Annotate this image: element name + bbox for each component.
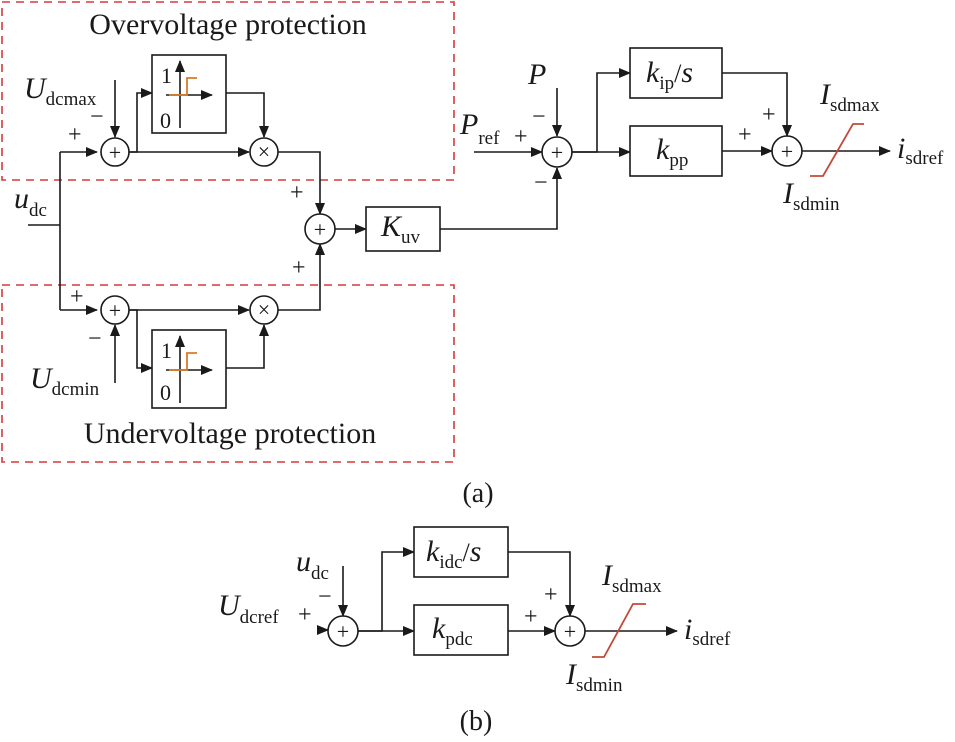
- panel-a: Overvoltage protection Undervoltage prot…: [1, 1, 944, 509]
- dc-current-limiter-curve: [592, 603, 646, 658]
- p-feedback-label: P: [527, 58, 546, 91]
- kidc-label: kidc/s: [426, 535, 481, 573]
- kidc-to-pi-sum-line: [508, 551, 575, 617]
- udcref-plus-sign: +: [298, 602, 312, 628]
- isdmin-label: Isdmin: [782, 177, 840, 215]
- overvoltage-title: Overvoltage protection: [89, 8, 366, 41]
- pi-sum-sign: +: [781, 139, 793, 164]
- kpdc-label: kpdc: [432, 612, 473, 650]
- bottom-sum-plus-sign: +: [70, 284, 84, 310]
- combine-sum-top-plus: +: [290, 180, 304, 206]
- top-sum-to-step-line: [129, 88, 153, 153]
- dc-pi-sum-plus-left: +: [524, 604, 538, 630]
- kuv-to-power-sum-line: [440, 167, 562, 230]
- top-step-low-label: 0: [160, 108, 171, 133]
- udcmax-label: Udcmax: [24, 72, 97, 110]
- panel-b: udc − Udcref + + kidc/s kpdc + + + Isdma…: [218, 526, 731, 737]
- power-sum-minus-bottom: −: [534, 170, 548, 196]
- pi-sum-plus-top: +: [762, 102, 776, 128]
- udc-b-label: udc: [296, 545, 329, 584]
- top-step-to-mult-line: [226, 92, 269, 138]
- panel-b-caption: (b): [460, 706, 493, 737]
- overvoltage-multiplier-sign: ×: [258, 139, 270, 164]
- kuv-label: Kuv: [380, 210, 421, 248]
- dc-sum-to-kidc-line: [358, 547, 415, 632]
- undervoltage-sum-sign: +: [109, 298, 121, 323]
- panel-a-caption: (a): [462, 478, 493, 509]
- isdmax-label: Isdmax: [819, 78, 880, 116]
- kpdc-gain-block: [413, 604, 509, 656]
- top-step-high-label: 1: [161, 63, 172, 88]
- udc-bus-line: [28, 152, 61, 310]
- isdref-output-label: isdref: [897, 132, 944, 169]
- udc-input-label: udc: [14, 182, 47, 221]
- kidc-integrator-block: [413, 526, 509, 578]
- udcref-label: Udcref: [218, 589, 279, 628]
- dc-sum-sign: +: [337, 619, 349, 644]
- bottom-step-low-label: 0: [160, 380, 171, 405]
- bottom-mult-to-sum-line: [278, 243, 325, 311]
- combine-sum-bottom-plus: +: [292, 255, 306, 281]
- overvoltage-protection-region: [1, 1, 455, 181]
- undervoltage-title: Undervoltage protection: [84, 417, 376, 450]
- combine-sum-sign: +: [314, 217, 326, 242]
- bottom-step-to-mult-line: [226, 324, 269, 369]
- overvoltage-step-block: [151, 54, 227, 134]
- udcmin-label: Udcmin: [30, 362, 100, 400]
- kip-label: kip/s: [646, 56, 693, 94]
- isdref-b-output-label: isdref: [684, 613, 731, 650]
- undervoltage-step-block: [151, 329, 227, 409]
- undervoltage-protection-region: [1, 284, 455, 463]
- bottom-step-high-label: 1: [161, 338, 172, 363]
- kpp-label: kpp: [656, 133, 688, 171]
- pref-plus-sign: +: [514, 124, 528, 150]
- top-mult-to-sum-line: [278, 151, 325, 215]
- kuv-block: [365, 206, 441, 252]
- dc-pi-sum-plus-top: +: [544, 582, 558, 608]
- current-limiter-curve: [810, 123, 864, 177]
- bottom-step-curve: [169, 352, 197, 371]
- overvoltage-sum-sign: +: [109, 140, 121, 165]
- isdmin-b-label: Isdmin: [565, 658, 623, 696]
- kip-to-pi-sum-line: [722, 72, 792, 137]
- power-sum-to-kip-line: [572, 68, 631, 153]
- dc-sum-minus-sign: −: [318, 584, 332, 610]
- dc-pi-sum-sign: +: [564, 619, 576, 644]
- undervoltage-multiplier-sign: ×: [258, 297, 270, 322]
- isdmax-b-label: Isdmax: [601, 559, 662, 597]
- top-step-curve: [169, 77, 197, 96]
- bottom-sum-minus-sign: −: [88, 326, 102, 352]
- kpp-gain-block: [629, 125, 723, 177]
- top-sum-minus-sign: −: [90, 104, 104, 130]
- power-sum-sign: +: [551, 140, 563, 165]
- pi-sum-plus-left: +: [738, 122, 752, 148]
- top-sum-plus-sign: +: [68, 122, 82, 148]
- bottom-sum-to-step-line: [129, 309, 153, 373]
- kip-integrator-block: [629, 47, 723, 99]
- pref-label: Pref: [459, 108, 500, 149]
- power-sum-minus-top: −: [532, 104, 546, 130]
